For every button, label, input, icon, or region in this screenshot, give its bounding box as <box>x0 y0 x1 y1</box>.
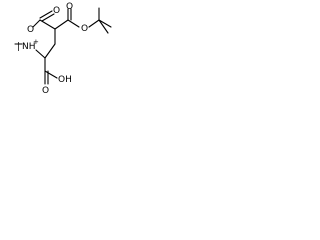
bond-left-carbonyl-double-a <box>39 10 53 19</box>
label-n-methyl-bar: | <box>17 42 20 52</box>
bond-acid-c-oh <box>44 70 58 79</box>
molecule-structure: O O O O NH + | O OH <box>14 2 112 96</box>
bond-ch2-chn <box>44 43 56 59</box>
label-o-right-link: O <box>81 24 88 34</box>
label-acid-oh: OH <box>58 75 72 85</box>
atom-labels: O O O O NH + | O OH <box>17 2 88 96</box>
label-amine-charge: + <box>33 38 39 46</box>
bond-tbutyl-right <box>98 19 112 28</box>
label-acid-o: O <box>42 86 49 96</box>
bond-left-ester-o <box>32 19 41 28</box>
bond-tbutyl-down <box>98 19 109 34</box>
bond-ch-right-carbonyl <box>54 19 69 30</box>
bond-left-carbonyl-ch <box>39 19 56 30</box>
structure-canvas: O O O O NH + | O OH <box>0 0 127 103</box>
bond-o-tbutyl <box>88 19 100 28</box>
label-o-left-link: O <box>27 25 34 35</box>
bond-lines <box>14 7 112 85</box>
bond-right-carbonyl-o <box>67 19 80 28</box>
bond-chn-n <box>35 49 46 59</box>
bond-left-carbonyl-double-b <box>41 13 55 22</box>
label-o-left-carbonyl: O <box>53 6 60 16</box>
label-o-right-carbonyl: O <box>66 2 73 12</box>
label-amine: NH <box>22 42 36 52</box>
